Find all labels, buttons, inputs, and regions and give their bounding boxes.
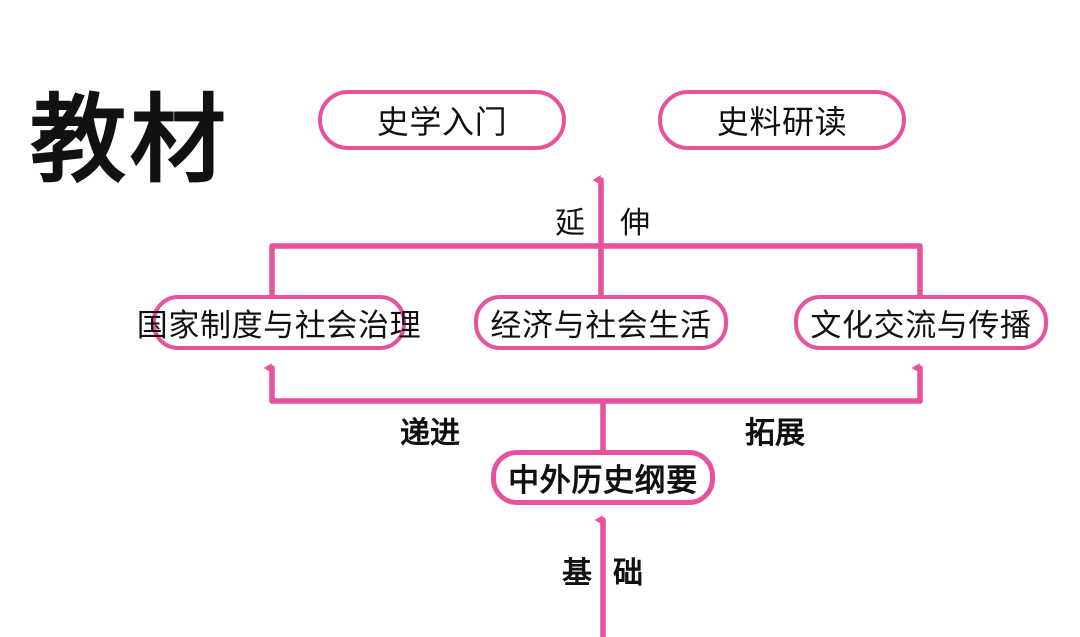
node-jingji-shehui[interactable]: 经济与社会生活 [474, 295, 728, 350]
node-guojia-zhidu[interactable]: 国家制度与社会治理 [137, 295, 421, 350]
edge-label-yanshen-right: 伸 [620, 206, 650, 241]
node-label: 史料研读 [716, 103, 848, 141]
node-label: 国家制度与社会治理 [136, 308, 422, 344]
edge-label-dijin: 递进 [400, 416, 460, 451]
edge-upper-bracket [269, 243, 923, 298]
edge-label-yanshen-left: 延 [555, 206, 585, 241]
edge-label-tuozhan: 拓展 [745, 416, 805, 451]
node-label: 经济与社会生活 [490, 308, 712, 344]
node-shiliao-yandu[interactable]: 史料研读 [658, 90, 906, 150]
node-label: 文化交流与传播 [810, 308, 1032, 344]
edge-label-jichu-right: 础 [613, 556, 643, 591]
node-zhongwai-lishi[interactable]: 中外历史纲要 [491, 450, 715, 505]
node-wenhua-jiaoliu[interactable]: 文化交流与传播 [794, 295, 1048, 350]
page-title: 教材 [30, 84, 230, 196]
node-shixue-rumen[interactable]: 史学入门 [318, 90, 566, 150]
node-label: 史学入门 [376, 103, 508, 141]
edge-label-jichu-left: 基 [562, 556, 592, 591]
node-label: 中外历史纲要 [508, 463, 698, 499]
